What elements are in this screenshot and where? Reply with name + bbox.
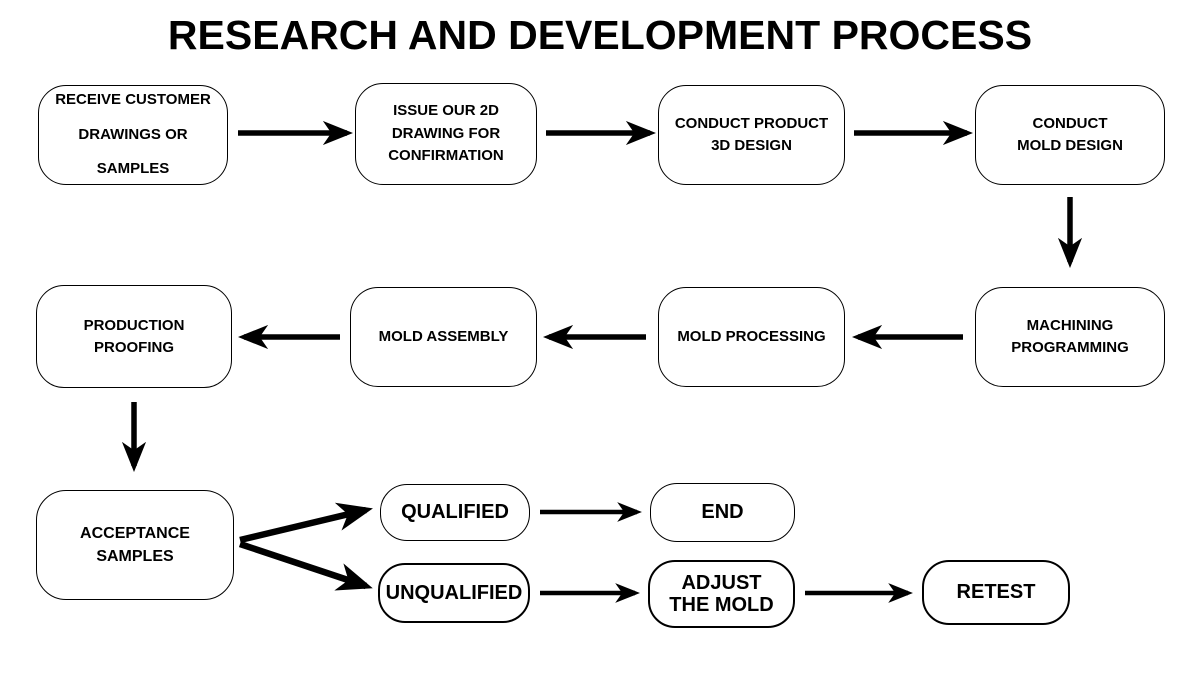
- node-issue-2d-drawing: ISSUE OUR 2D DRAWING FOR CONFIRMATION: [355, 83, 537, 185]
- node-receive-customer-drawings: RECEIVE CUSTOMER DRAWINGS OR SAMPLES: [38, 85, 228, 185]
- arrow-acceptance-to-unqualified: [238, 540, 373, 591]
- node-production-proofing: PRODUCTION PROOFING: [36, 285, 232, 388]
- node-qualified: QUALIFIED: [380, 484, 530, 541]
- node-conduct-mold-design: CONDUCT MOLD DESIGN: [975, 85, 1165, 185]
- node-adjust-the-mold: ADJUST THE MOLD: [648, 560, 795, 628]
- node-machining-programming: MACHINING PROGRAMMING: [975, 287, 1165, 387]
- node-retest: RETEST: [922, 560, 1070, 625]
- node-mold-assembly: MOLD ASSEMBLY: [350, 287, 537, 387]
- page-title: RESEARCH AND DEVELOPMENT PROCESS: [167, 12, 1033, 58]
- node-mold-processing: MOLD PROCESSING: [658, 287, 845, 387]
- arrow-acceptance-to-qualified: [239, 502, 373, 544]
- node-conduct-product-3d-design: CONDUCT PRODUCT 3D DESIGN: [658, 85, 845, 185]
- node-acceptance-samples: ACCEPTANCE SAMPLES: [36, 490, 234, 600]
- node-end: END: [650, 483, 795, 542]
- node-unqualified: UNQUALIFIED: [378, 563, 530, 623]
